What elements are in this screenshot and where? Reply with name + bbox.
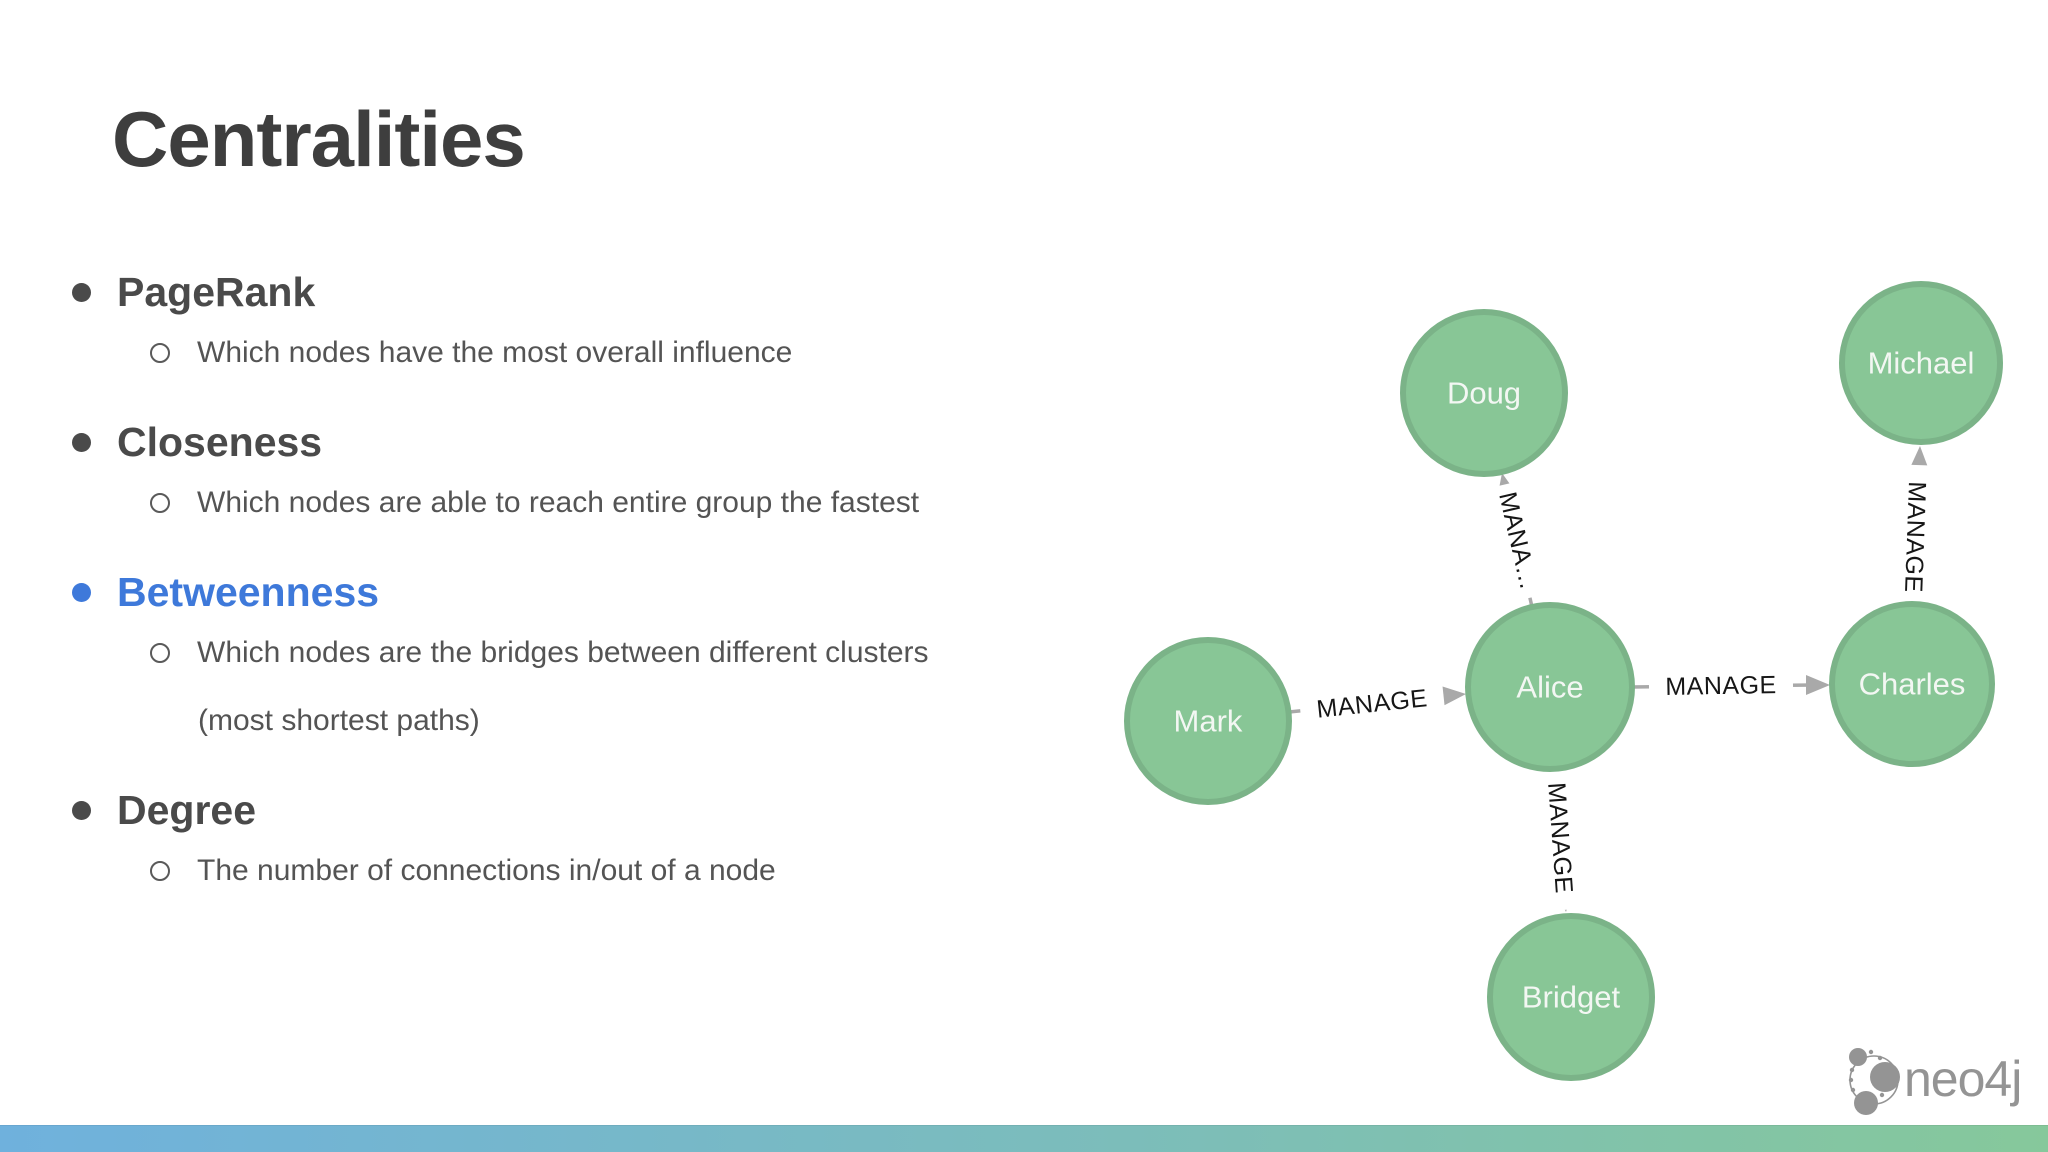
bullet-label: PageRank bbox=[117, 269, 316, 315]
neo4j-logo-text: neo4j bbox=[1904, 1051, 2021, 1107]
bullet-ring-icon bbox=[150, 643, 170, 663]
logo-dot-icon bbox=[1850, 1087, 1856, 1093]
neo4j-logo-icon bbox=[1848, 1048, 1900, 1115]
node-label: Doug bbox=[1447, 376, 1521, 411]
node-charles: Charles bbox=[1829, 601, 1995, 767]
edge-alice-charles: MANAGE bbox=[1631, 667, 1830, 705]
bullet-dot-icon bbox=[72, 582, 91, 602]
node-label: Michael bbox=[1868, 346, 1975, 381]
node-label: Bridget bbox=[1522, 980, 1621, 1015]
bullet-sub-text: Which nodes are able to reach entire gro… bbox=[197, 486, 920, 519]
arrowhead-icon bbox=[1441, 686, 1466, 706]
node-michael: Michael bbox=[1839, 281, 2003, 445]
page-title: Centralities bbox=[112, 95, 526, 183]
edge-label-bg bbox=[1298, 679, 1446, 729]
node-mark: Mark bbox=[1124, 637, 1292, 805]
arrowhead-icon bbox=[1909, 446, 1929, 470]
bullet-item-pagerank: PageRank bbox=[72, 265, 1132, 319]
edge-charles-michael: MANAGE bbox=[1895, 446, 1935, 610]
bullet-sub-text: The number of connections in/out of a no… bbox=[197, 854, 776, 887]
bullet-dot-icon bbox=[72, 432, 91, 452]
bullet-item-betweenness: Betweenness bbox=[72, 565, 1132, 619]
node-alice: Alice bbox=[1465, 602, 1635, 772]
bullet-label: Degree bbox=[117, 787, 257, 833]
node-circle bbox=[1124, 637, 1292, 805]
edge-label-bg bbox=[1895, 464, 1935, 610]
bullet-ring-icon bbox=[150, 493, 170, 513]
edge-label-bg bbox=[1538, 764, 1582, 912]
bullet-subitem: Which nodes have the most overall influe… bbox=[150, 331, 1132, 375]
edge-label: MANAGE bbox=[1315, 684, 1429, 723]
bullet-label: Closeness bbox=[117, 419, 323, 465]
node-circle bbox=[1829, 601, 1995, 767]
bullet-sub-text: Which nodes have the most overall influe… bbox=[197, 336, 793, 369]
edge-mark-alice: MANAGE bbox=[1288, 679, 1466, 729]
logo-big-node-icon bbox=[1870, 1062, 1900, 1092]
bullet-sub-text-continued: (most shortest paths) bbox=[198, 704, 480, 737]
edge-label: MANAGE bbox=[1899, 481, 1931, 593]
bullet-subitem: Which nodes are able to reach entire gro… bbox=[150, 481, 1132, 525]
node-label: Alice bbox=[1516, 670, 1583, 705]
logo-small-node-icon bbox=[1849, 1048, 1867, 1066]
node-doug: Doug bbox=[1400, 309, 1568, 477]
neo4j-logo: neo4j bbox=[1848, 1048, 2022, 1115]
edge-alice-doug: MANA… bbox=[1488, 473, 1548, 608]
bullet-list: PageRank Which nodes have the most overa… bbox=[72, 265, 1132, 893]
bullet-ring-icon bbox=[150, 861, 170, 881]
logo-bottom-node-icon bbox=[1854, 1091, 1878, 1115]
bullet-item-degree: Degree bbox=[72, 783, 1132, 837]
node-circle bbox=[1400, 309, 1568, 477]
edge-label-bg bbox=[1648, 667, 1794, 705]
bullet-subitem: The number of connections in/out of a no… bbox=[150, 849, 1132, 893]
bullet-item-closeness: Closeness bbox=[72, 415, 1132, 469]
bottom-accent-bar bbox=[0, 1125, 2048, 1152]
edge-label: MANAGE bbox=[1665, 671, 1777, 701]
bullet-ring-icon bbox=[150, 343, 170, 363]
logo-dot-icon bbox=[1877, 1055, 1883, 1061]
bullet-dot-icon bbox=[72, 800, 91, 820]
logo-dot-icon bbox=[1879, 1092, 1885, 1098]
node-circle bbox=[1465, 602, 1635, 772]
node-label: Charles bbox=[1859, 667, 1966, 702]
edge-alice-bridget: MANAGE bbox=[1538, 764, 1582, 912]
arrowhead-icon bbox=[1806, 675, 1830, 695]
logo-dot-icon bbox=[1868, 1049, 1874, 1055]
bullet-subitem: Which nodes are the bridges between diff… bbox=[150, 631, 1132, 675]
node-circle bbox=[1487, 913, 1655, 1081]
node-circle bbox=[1839, 281, 2003, 445]
edge-label-bg bbox=[1488, 480, 1548, 602]
bullet-label: Betweenness bbox=[117, 569, 380, 615]
bullet-sub-text: Which nodes are the bridges between diff… bbox=[197, 636, 929, 669]
node-label: Mark bbox=[1174, 704, 1243, 739]
node-bridget: Bridget bbox=[1487, 913, 1655, 1081]
bullet-dot-icon bbox=[72, 282, 91, 302]
logo-dot-icon bbox=[1849, 1067, 1855, 1073]
logo-dot-icon bbox=[1848, 1077, 1854, 1083]
